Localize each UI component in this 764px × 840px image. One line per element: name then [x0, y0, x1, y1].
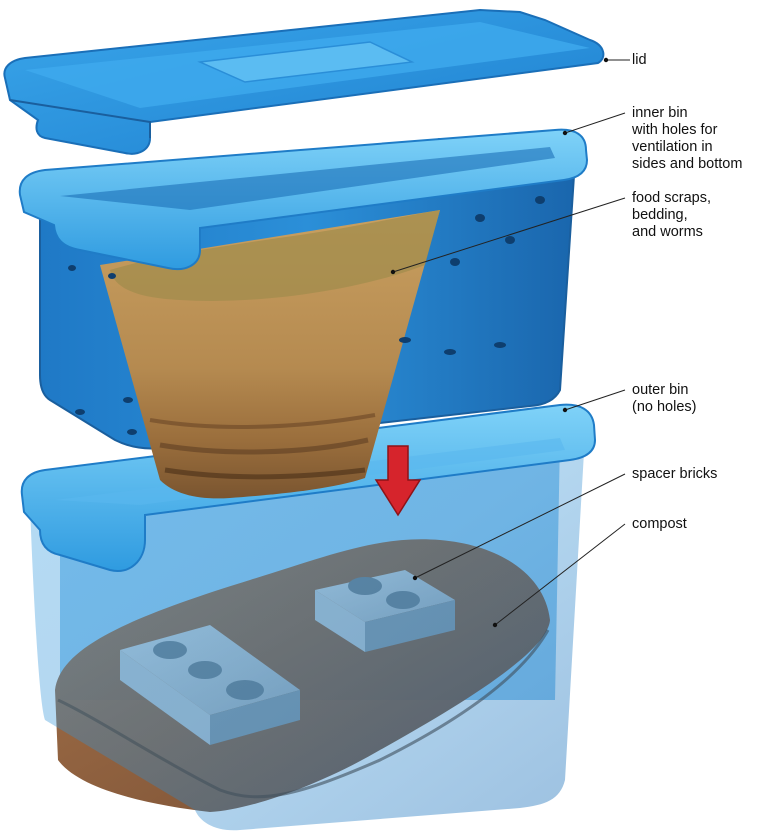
bin-contents [100, 210, 440, 499]
leader-dots [390, 57, 609, 628]
lid [3, 8, 605, 155]
label-outer-bin: outer bin (no holes) [632, 382, 697, 415]
down-arrow-icon [374, 445, 422, 517]
leader-lines [392, 59, 630, 626]
label-spacer-bricks: spacer bricks [632, 466, 718, 482]
label-inner-bin: inner bin with holes for ventilation in … [632, 105, 743, 172]
label-compost: compost [632, 516, 687, 532]
label-contents: food scraps, bedding, and worms [632, 190, 711, 240]
inner-bin [18, 128, 589, 499]
label-lid: lid [632, 52, 647, 68]
